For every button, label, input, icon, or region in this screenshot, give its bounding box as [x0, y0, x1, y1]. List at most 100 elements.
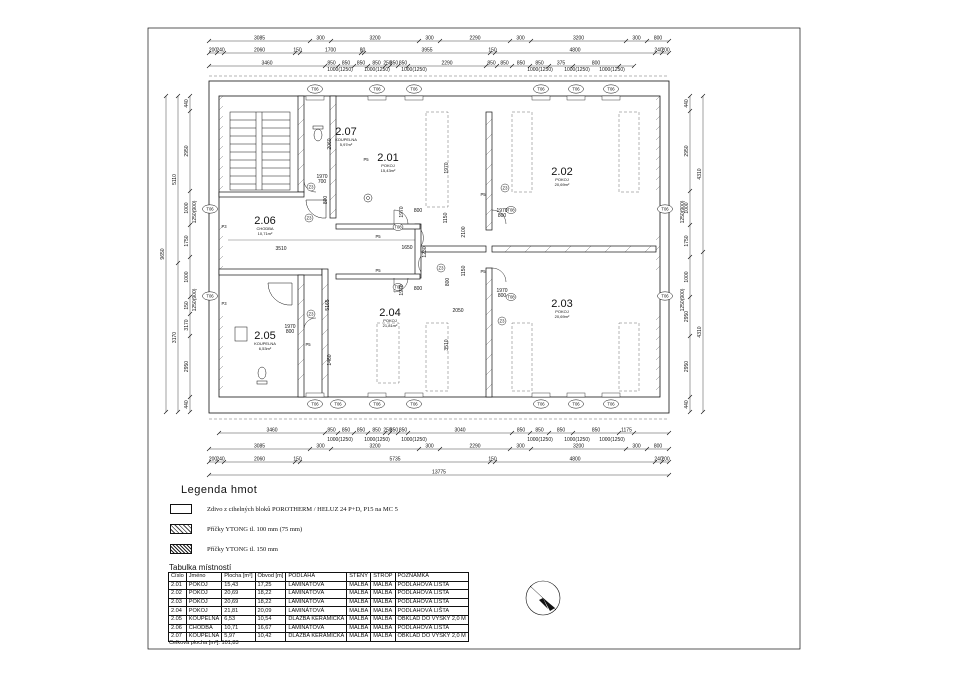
inner-dimension: 1970 [316, 174, 327, 180]
dimension-tick [700, 249, 706, 255]
dimension-tick [187, 93, 193, 99]
window-opening [566, 95, 586, 101]
room-2-02-number: 2.02 [551, 166, 572, 178]
door-tag-label: T08 [394, 224, 402, 229]
dim-left-mid-label: 5110 [172, 174, 178, 185]
dim-bottom-row2-label: 300 [516, 444, 525, 450]
room-table-header-cell: Číslo [168, 572, 187, 582]
inner-dimension: 800 [323, 196, 329, 205]
dim-top-row2-label: 80 [360, 48, 366, 54]
dimension-tick [187, 294, 193, 300]
dimension-tick [546, 430, 552, 436]
dimension-tick [206, 472, 212, 478]
dimension-tick [700, 409, 706, 415]
room-table-title: Tabulka místností [169, 563, 232, 572]
dimension-tick [187, 311, 193, 317]
dim-top-row3-label: 250 [383, 61, 392, 67]
section-tag-circle [497, 316, 507, 326]
dimension-tick [387, 430, 393, 436]
dimension-tick [687, 409, 693, 415]
partition-tag: P5 [480, 192, 486, 197]
table-cell: POKOJ [185, 589, 223, 599]
dim-left-inner-label: 440 [184, 99, 190, 108]
dimension-tick [206, 459, 212, 465]
dimension-tick [187, 254, 193, 260]
room-2-07-number: 2.07 [335, 126, 356, 138]
dim-bottom-row2-label: 3200 [573, 444, 584, 450]
dim-top-row3-label: 3460 [261, 61, 272, 67]
dimension-tick [509, 63, 515, 69]
door-tag-ellipse [505, 293, 517, 301]
inner-dimension: 2100 [461, 226, 467, 237]
table-cell: POKOJ [185, 580, 223, 591]
dim-top-row3-label: 850 [517, 61, 526, 67]
dim-top-row2-label: 150 [293, 48, 302, 54]
room-2-02-area: 20,69m² [555, 182, 570, 187]
dim-bottom-row3-label: 200 [209, 457, 218, 463]
window-tag-label: T06 [311, 87, 319, 92]
table-cell: 2.01 [168, 580, 187, 591]
dimension-tick [175, 409, 181, 415]
dim-top-row1-label: 800 [654, 36, 663, 42]
room-table-header-cell: STĚNY [346, 572, 372, 582]
dim-top-row3-label: 850 [357, 61, 366, 67]
door-tag-label: T08 [507, 207, 515, 212]
dimension-tick [322, 430, 328, 436]
window-opening [531, 95, 551, 101]
inner-dimension: 1230 [422, 246, 428, 257]
window-opening [601, 392, 621, 398]
dimension-tick [328, 38, 334, 44]
dim-top-opening-label: 1000(1250) [401, 67, 427, 73]
window-tag-label: T06 [373, 402, 381, 407]
window-tag-label: T06 [410, 87, 418, 92]
dim-top-row1-label: 3085 [254, 36, 265, 42]
section-tag-label: Z3 [307, 215, 313, 220]
partition-tag: P5 [480, 269, 486, 274]
section-tag-label: Z3 [309, 184, 315, 189]
dim-bottom-row2-label: 2290 [469, 444, 480, 450]
dimension-tick [509, 430, 515, 436]
wall-hatch [218, 95, 661, 391]
inner-dimension: 2050 [452, 308, 463, 314]
table-cell: CHODBA [185, 623, 223, 634]
table-cell: MALBA [346, 632, 372, 642]
dimension-tick [528, 446, 534, 452]
legend-swatch-ytong-100 [170, 524, 192, 534]
dim-top-row1-label: 300 [316, 36, 325, 42]
dimension-tick [335, 430, 341, 436]
dimension-tick [307, 38, 313, 44]
dimension-tick [631, 430, 637, 436]
partition-hatch [297, 103, 652, 391]
dimension-tick [507, 446, 513, 452]
dimension-tick [483, 63, 489, 69]
window-tag-ellipse [202, 291, 218, 301]
table-cell: 10,54 [254, 614, 287, 625]
dim-bottom-row2-label: 800 [654, 444, 663, 450]
window-tag-ellipse [369, 84, 385, 94]
dimension-tick [395, 430, 401, 436]
table-cell: MALBA [370, 589, 396, 599]
legend-text-masonry: Zdivo z cihelných bloků POROTHERM / HELU… [207, 505, 398, 513]
dim-top-row2-label: 3955 [421, 48, 432, 54]
sanitary-fixtures [234, 125, 373, 385]
dim-left-opening: 1250(900) [192, 200, 198, 223]
door-tag-ellipse [392, 283, 404, 291]
section-tag-label: Z3 [439, 265, 445, 270]
table-cell: 20,69 [221, 597, 256, 608]
dimension-tick [187, 188, 193, 194]
partition-tag: P3 [221, 301, 227, 306]
window-tag-label: T06 [607, 402, 615, 407]
window-opening [566, 392, 586, 398]
table-cell: 10,71 [221, 623, 256, 634]
dim-bottom-row1-label: 3460 [266, 428, 277, 434]
window-tag-label: T06 [373, 87, 381, 92]
dim-right-opening: 1250(900) [680, 200, 686, 223]
room-2-04-area: 21,81m² [383, 323, 398, 328]
inner-dimension: 1460 [327, 354, 333, 365]
dimension-tick [365, 63, 371, 69]
window-opening [305, 392, 325, 398]
